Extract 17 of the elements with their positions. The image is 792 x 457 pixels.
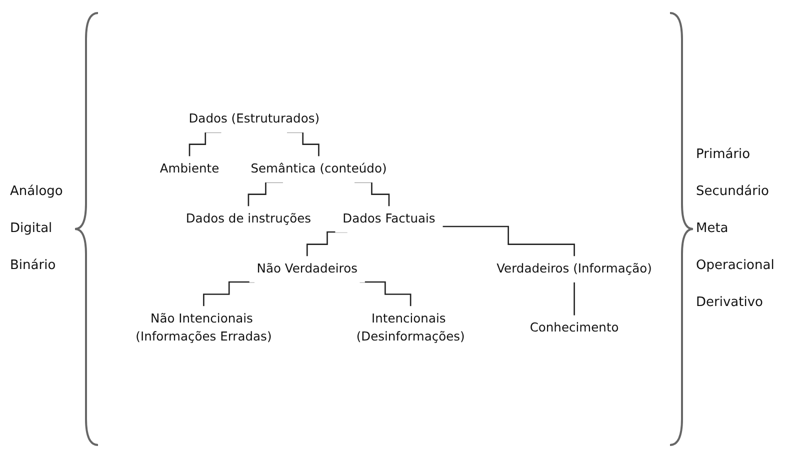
side-label: Análogo — [10, 184, 64, 199]
side-label: Secundário — [696, 184, 770, 199]
side-label: Meta — [696, 221, 730, 236]
node-text: Dados de instruções — [186, 212, 312, 226]
side-label: Binário — [10, 258, 57, 273]
node-text: Conhecimento — [530, 320, 619, 336]
side-label: Digital — [10, 221, 54, 236]
node-text: Ambiente — [160, 162, 220, 176]
node-text: Não Verdadeiros — [256, 262, 358, 276]
node-text: Verdadeiros (Informação) — [496, 262, 652, 276]
connector — [442, 226, 575, 258]
side-label: Primário — [696, 147, 752, 162]
node-text: Não Intencionais (Informações Erradas) — [136, 312, 272, 344]
connector — [574, 281, 575, 316]
side-label: Operacional — [696, 258, 776, 273]
side-label: Derivativo — [696, 295, 764, 310]
node-text: Intencionais (Desinformações) — [356, 312, 465, 344]
